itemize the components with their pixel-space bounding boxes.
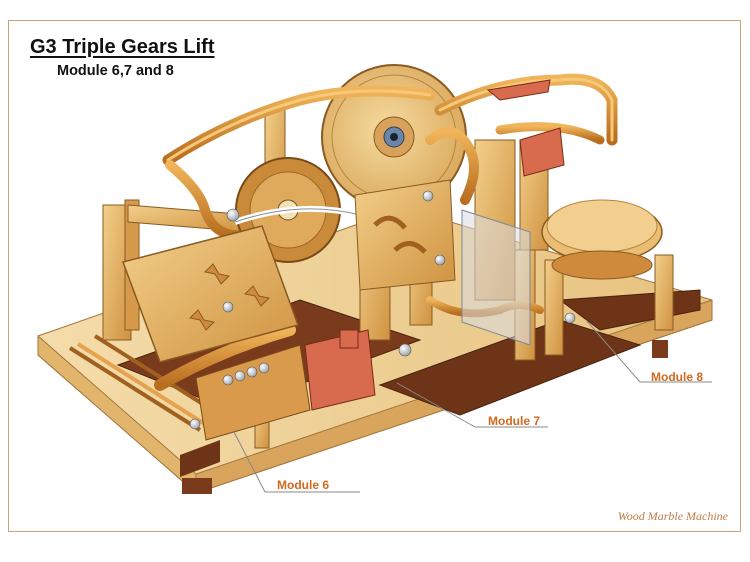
page-subtitle: Module 6,7 and 8 bbox=[57, 63, 174, 79]
spiral-bowl bbox=[541, 199, 663, 280]
module-6-label: Module 6 bbox=[277, 478, 330, 492]
module-7-label: Module 7 bbox=[488, 414, 541, 428]
page-title: G3 Triple Gears Lift bbox=[30, 36, 215, 58]
pointer-arm bbox=[486, 79, 551, 101]
callout-lines bbox=[233, 319, 712, 493]
red-blocks bbox=[304, 127, 565, 411]
foot-front bbox=[182, 478, 212, 494]
marbles bbox=[189, 190, 576, 430]
marble-tracks bbox=[154, 73, 618, 391]
watermark-text: Wood Marble Machine bbox=[617, 509, 728, 523]
chute-box bbox=[195, 344, 311, 441]
foot-right bbox=[652, 340, 668, 358]
marbles-row bbox=[222, 362, 270, 386]
module-8-label: Module 8 bbox=[651, 370, 704, 384]
wheel-box bbox=[354, 179, 456, 291]
tilted-tray bbox=[122, 225, 299, 363]
tray-spinners bbox=[188, 263, 271, 331]
clear-panel bbox=[461, 209, 531, 346]
